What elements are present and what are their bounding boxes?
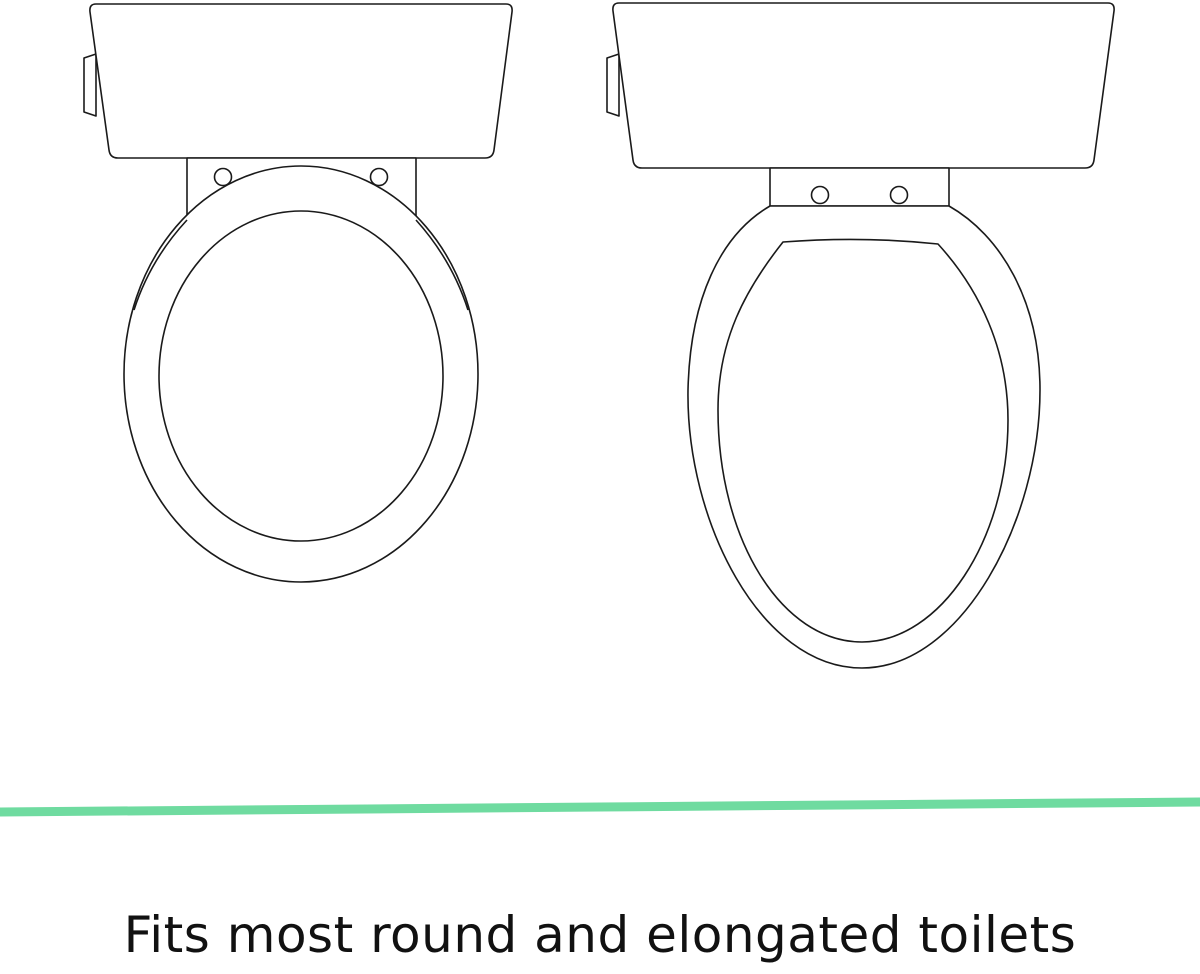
caption-text: Fits most round and elongated toilets bbox=[123, 906, 1077, 964]
green-divider-line bbox=[0, 797, 1200, 817]
toilet-comparison-illustration bbox=[83, 2, 1115, 669]
round-toilet-icon bbox=[83, 3, 513, 583]
elongated-toilet-icon bbox=[606, 2, 1115, 669]
